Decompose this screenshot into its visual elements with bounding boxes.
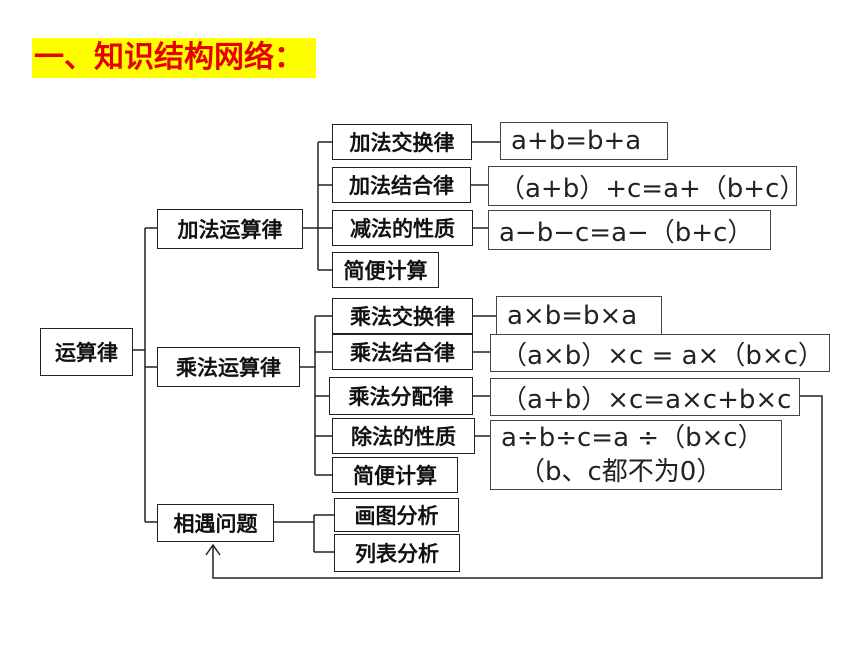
root-node: 运算律 [40, 328, 133, 376]
multiplication-distributive-formula: （a+b）×c=a×c+b×c [490, 378, 800, 416]
multiplication-simplified-calc-node: 简便计算 [332, 457, 458, 493]
subtraction-property-node: 减法的性质 [332, 210, 473, 246]
multiplication-commutative-formula: a×b=b×a [496, 296, 662, 336]
multiplication-distributive-node: 乘法分配律 [329, 377, 473, 415]
division-property-formula: a÷b÷c=a ÷（b×c） （b、c都不为0） [490, 420, 782, 490]
division-property-node: 除法的性质 [332, 418, 475, 454]
diagram-analysis-node: 画图分析 [334, 498, 459, 532]
multiplication-associative-formula: （a×b）×c = a×（b×c） [490, 334, 830, 372]
addition-laws-node: 加法运算律 [157, 209, 303, 249]
addition-commutative-formula: a+b=b+a [500, 122, 668, 160]
addition-associative-node: 加法结合律 [332, 167, 471, 203]
division-condition-text: （b、c都不为0） [519, 457, 723, 487]
division-property-formula-text: a÷b÷c=a ÷（b×c） [501, 423, 764, 453]
multiplication-associative-node: 乘法结合律 [332, 334, 473, 370]
addition-commutative-node: 加法交换律 [332, 124, 472, 160]
meeting-problem-node: 相遇问题 [157, 504, 274, 542]
page-title: 一、知识结构网络： [32, 38, 316, 78]
subtraction-property-formula: a−b−c=a−（b+c） [488, 210, 771, 250]
addition-associative-formula: （a+b）+c=a+（b+c） [488, 166, 805, 206]
multiplication-laws-node: 乘法运算律 [157, 347, 300, 387]
table-analysis-node: 列表分析 [334, 534, 460, 572]
multiplication-commutative-node: 乘法交换律 [332, 298, 473, 334]
addition-simplified-calc-node: 简便计算 [332, 252, 439, 288]
